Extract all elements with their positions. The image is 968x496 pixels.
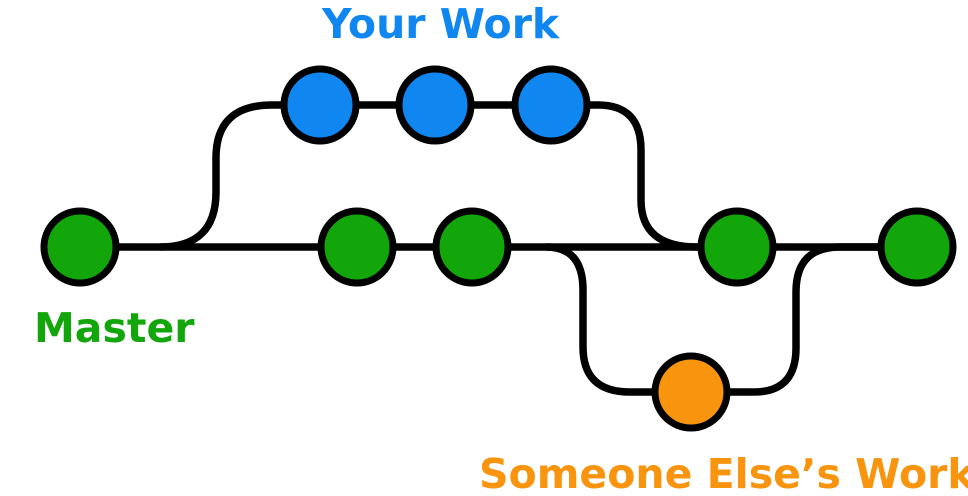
commit-node-your-work-3 [511,65,591,145]
label-someone-elses-work: Someone Else’s Work [479,450,968,496]
commit-node-your-work-2 [395,65,475,145]
commit-node-master-5 [877,207,957,287]
label-master: Master [34,304,195,352]
label-your-work: Your Work [322,0,560,48]
branch-line-your-work [159,101,698,251]
commit-node-master-1 [40,207,120,287]
commit-node-master-2 [317,207,397,287]
commit-node-someone-elses-work-1 [651,352,731,432]
commit-node-master-3 [432,207,512,287]
commit-node-your-work-1 [280,65,360,145]
commit-node-master-4 [697,207,777,287]
